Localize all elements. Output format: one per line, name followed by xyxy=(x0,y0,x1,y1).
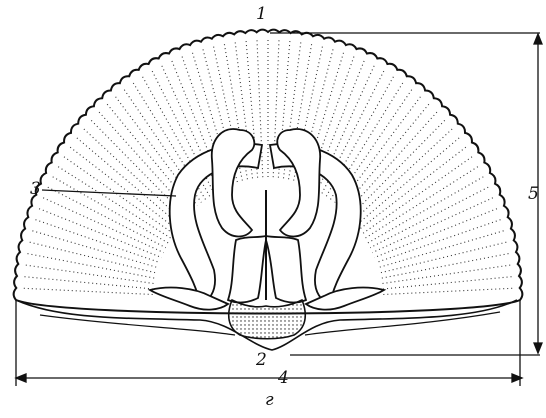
height-arrow-bottom xyxy=(534,343,542,353)
panel-letter: г xyxy=(265,392,274,409)
label-3: 3 xyxy=(30,181,41,198)
height-arrow-top xyxy=(534,34,542,44)
width-arrow-left xyxy=(16,374,26,382)
label-1: 1 xyxy=(256,6,267,23)
label-5: 5 xyxy=(528,186,539,203)
label-2: 2 xyxy=(256,352,267,369)
label-4: 4 xyxy=(278,370,289,387)
cardinal-process xyxy=(229,300,306,339)
